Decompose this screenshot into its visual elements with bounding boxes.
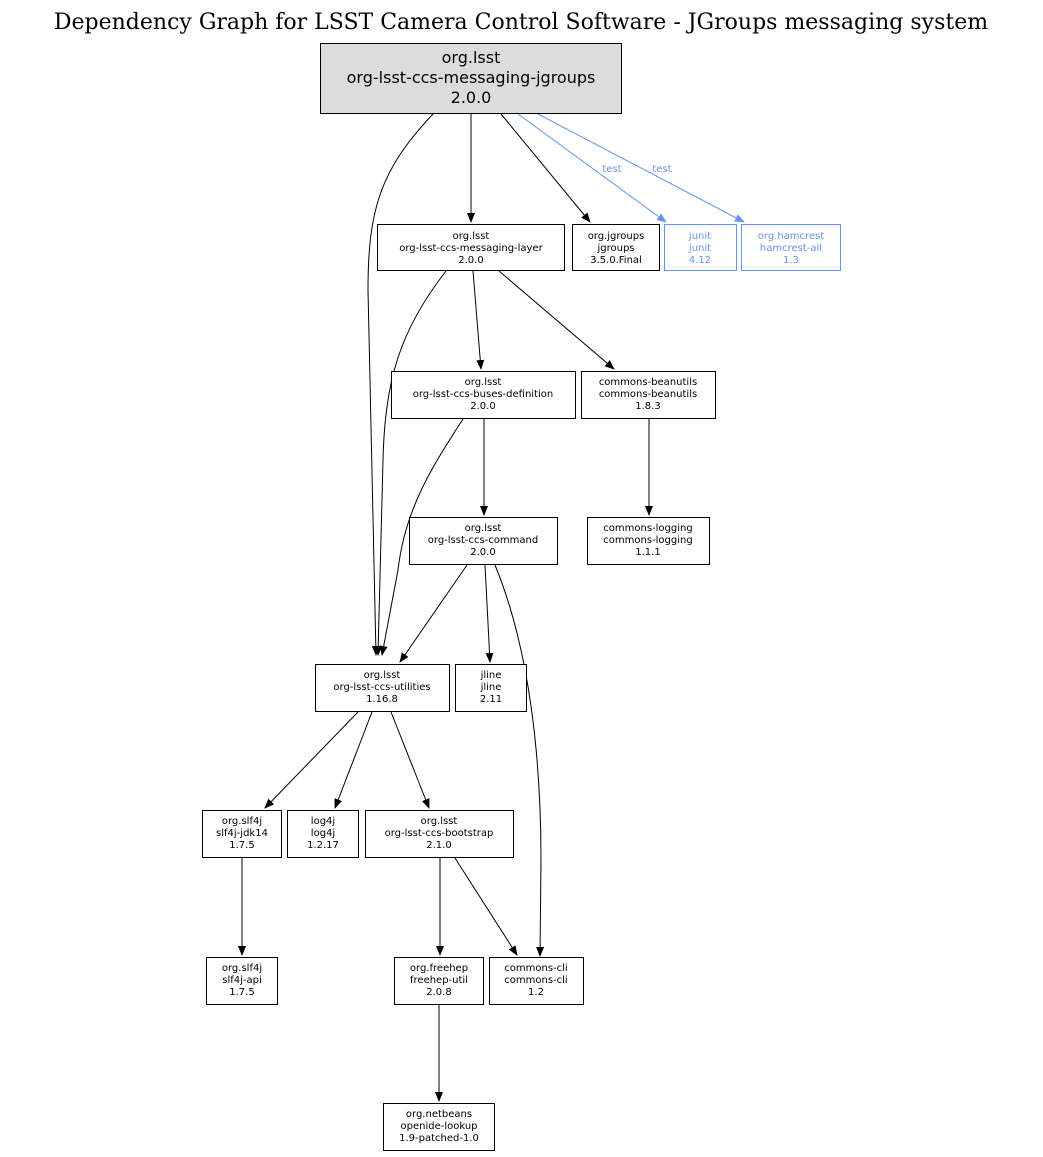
node-openide-lookup[interactable]: org.netbeans openide-lookup 1.9-patched-… (383, 1103, 495, 1151)
node-openide-lookup-group: org.netbeans (406, 1109, 472, 1120)
node-hamcrest[interactable]: org.hamcrest hamcrest-all 1.3 (741, 224, 841, 271)
node-root-artifact: org-lsst-ccs-messaging-jgroups (347, 68, 596, 87)
node-logging[interactable]: commons-logging commons-logging 1.1.1 (587, 517, 710, 565)
node-junit-artifact: junit (688, 243, 711, 254)
node-slf4j-api[interactable]: org.slf4j slf4j-api 1.7.5 (206, 957, 278, 1005)
node-jline-artifact: jline (480, 682, 502, 693)
node-beanutils[interactable]: commons-beanutils commons-beanutils 1.8.… (581, 371, 716, 419)
node-slf4j-jdk14-artifact: slf4j-jdk14 (216, 828, 268, 839)
node-command-version: 2.0.0 (470, 547, 495, 558)
node-commons-cli-group: commons-cli (504, 963, 567, 974)
node-buses-definition[interactable]: org.lsst org-lsst-ccs-buses-definition 2… (391, 371, 576, 419)
edge-command-utilities (399, 564, 468, 663)
node-beanutils-version: 1.8.3 (635, 401, 660, 412)
node-command[interactable]: org.lsst org-lsst-ccs-command 2.0.0 (409, 517, 558, 565)
node-jline[interactable]: jline jline 2.11 (455, 664, 527, 712)
edge-utilities-slf4j-jdk14 (264, 711, 359, 809)
edge-root-hamcrest (537, 113, 745, 223)
node-root-version: 2.0.0 (451, 88, 492, 107)
node-hamcrest-artifact: hamcrest-all (760, 243, 822, 254)
node-bootstrap[interactable]: org.lsst org-lsst-ccs-bootstrap 2.1.0 (365, 810, 514, 858)
node-bootstrap-artifact: org-lsst-ccs-bootstrap (385, 828, 494, 839)
node-beanutils-group: commons-beanutils (599, 377, 697, 388)
edge-root-utilities (367, 113, 434, 656)
node-utilities-artifact: org-lsst-ccs-utilities (333, 682, 430, 693)
node-slf4j-api-group: org.slf4j (222, 963, 262, 974)
node-bootstrap-version: 2.1.0 (426, 840, 451, 851)
node-openide-lookup-artifact: openide-lookup (400, 1121, 477, 1132)
node-bootstrap-group: org.lsst (421, 816, 458, 827)
node-utilities[interactable]: org.lsst org-lsst-ccs-utilities 1.16.8 (315, 664, 450, 712)
node-root-group: org.lsst (442, 48, 501, 67)
node-jgroups-artifact: jgroups (596, 243, 634, 254)
node-freehep-util-group: org.freehep (410, 963, 468, 974)
node-log4j[interactable]: log4j log4j 1.2.17 (287, 810, 359, 858)
graph-title: Dependency Graph for LSST Camera Control… (54, 10, 988, 35)
node-slf4j-api-artifact: slf4j-api (222, 975, 262, 986)
node-freehep-util[interactable]: org.freehep freehep-util 2.0.8 (394, 957, 484, 1005)
node-utilities-group: org.lsst (364, 670, 401, 681)
node-hamcrest-version: 1.3 (783, 255, 799, 266)
edges (238, 113, 745, 1102)
node-junit-version: 4.12 (689, 255, 711, 266)
node-freehep-util-version: 2.0.8 (426, 987, 451, 998)
node-commons-cli-artifact: commons-cli (504, 975, 567, 986)
edge-command-commons-cli (494, 564, 545, 957)
node-jline-group: jline (480, 670, 502, 681)
node-messaging-layer-artifact: org-lsst-ccs-messaging-layer (399, 243, 543, 254)
node-commons-cli[interactable]: commons-cli commons-cli 1.2 (489, 957, 584, 1005)
node-root[interactable]: org.lsst org-lsst-ccs-messaging-jgroups … (320, 43, 622, 114)
edge-root-junit (517, 113, 667, 223)
edge-messaging-layer-beanutils (498, 270, 615, 370)
edge-command-jline (484, 564, 494, 663)
node-slf4j-jdk14-group: org.slf4j (222, 816, 262, 827)
edge-root-jgroups (500, 113, 591, 223)
node-logging-version: 1.1.1 (635, 547, 660, 558)
edge-utilities-bootstrap (390, 711, 430, 809)
node-jgroups-version: 3.5.0.Final (590, 255, 642, 266)
node-jline-version: 2.11 (480, 694, 502, 705)
node-messaging-layer[interactable]: org.lsst org-lsst-ccs-messaging-layer 2.… (377, 224, 565, 271)
node-jgroups[interactable]: org.jgroups jgroups 3.5.0.Final (572, 224, 660, 271)
node-junit-group: junit (688, 231, 711, 242)
node-slf4j-api-version: 1.7.5 (229, 987, 254, 998)
node-command-artifact: org-lsst-ccs-command (428, 535, 538, 546)
node-openide-lookup-version: 1.9-patched-1.0 (399, 1133, 479, 1144)
edge-label-hamcrest-test: test (652, 164, 671, 175)
edge-buses-definition-utilities (379, 418, 464, 656)
node-command-group: org.lsst (465, 523, 502, 534)
edge-utilities-log4j (334, 711, 373, 809)
edge-messaging-layer-utilities (374, 270, 447, 656)
node-jgroups-group: org.jgroups (588, 231, 645, 242)
node-junit[interactable]: junit junit 4.12 (664, 224, 737, 271)
node-log4j-version: 1.2.17 (307, 840, 339, 851)
node-buses-definition-group: org.lsst (465, 377, 502, 388)
node-messaging-layer-version: 2.0.0 (458, 255, 483, 266)
node-freehep-util-artifact: freehep-util (410, 975, 468, 986)
node-log4j-artifact: log4j (311, 828, 335, 839)
node-messaging-layer-group: org.lsst (453, 231, 490, 242)
edge-messaging-layer-buses-definition (472, 270, 485, 370)
node-beanutils-artifact: commons-beanutils (599, 389, 697, 400)
node-commons-cli-version: 1.2 (528, 987, 544, 998)
node-buses-definition-version: 2.0.0 (470, 401, 495, 412)
edge-label-junit-test: test (602, 164, 621, 175)
edge-bootstrap-commons-cli (454, 857, 518, 956)
node-log4j-group: log4j (311, 816, 335, 827)
node-slf4j-jdk14[interactable]: org.slf4j slf4j-jdk14 1.7.5 (202, 810, 282, 858)
node-hamcrest-group: org.hamcrest (758, 231, 825, 242)
node-logging-group: commons-logging (603, 523, 692, 534)
node-buses-definition-artifact: org-lsst-ccs-buses-definition (413, 389, 554, 400)
node-utilities-version: 1.16.8 (366, 694, 398, 705)
node-slf4j-jdk14-version: 1.7.5 (229, 840, 254, 851)
node-logging-artifact: commons-logging (603, 535, 692, 546)
